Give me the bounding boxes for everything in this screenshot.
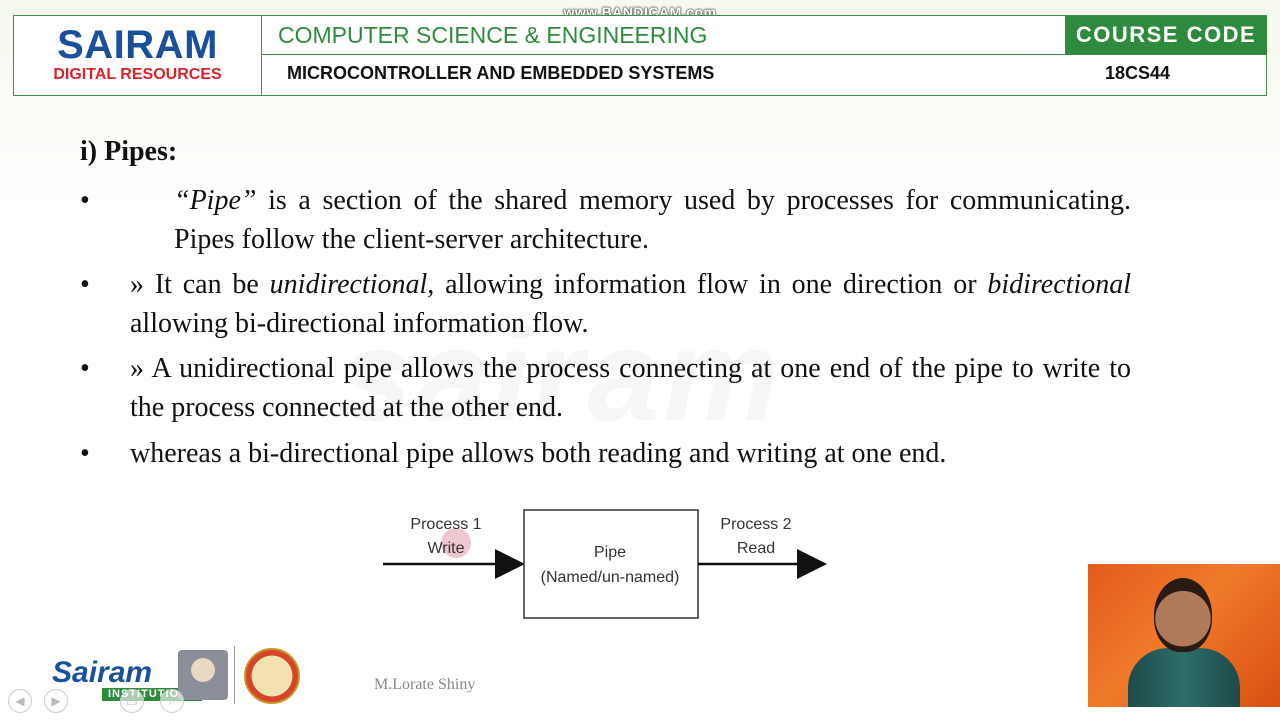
footer-divider: [234, 646, 235, 704]
process2-label: Process 2: [720, 516, 791, 533]
read-label: Read: [737, 540, 775, 557]
bullet-text: » A unidirectional pipe allows the proce…: [130, 353, 1131, 423]
bullet-text-part: » It can be: [130, 269, 270, 300]
bullet-emphasis: bidirectional: [987, 269, 1131, 300]
bullet-text-part: , allowing information flow in one direc…: [427, 269, 988, 300]
pipe-box: [523, 509, 699, 619]
subject-title: MICROCONTROLLER AND EMBEDDED SYSTEMS: [287, 63, 715, 83]
bullet-text: “Pipe” is a section of the shared memory…: [130, 181, 1131, 259]
back-icon[interactable]: ◀: [8, 689, 32, 713]
bullet-item: • » It can be unidirectional, allowing i…: [80, 265, 1131, 343]
search-icon[interactable]: ⌕: [160, 689, 184, 713]
institution-seal: [244, 648, 300, 704]
copy-icon[interactable]: ❐: [120, 689, 144, 713]
sairam-digital-logo: SAIRAM DIGITAL RESOURCES: [14, 16, 262, 95]
bullet-dot: •: [80, 269, 90, 300]
bullet-text: » It can be unidirectional, allowing inf…: [130, 265, 1131, 343]
pipe-label: Pipe: [594, 544, 626, 561]
slide-heading: i) Pipes:: [80, 136, 178, 167]
logo-main-text: SAIRAM: [57, 23, 218, 67]
bullet-text: whereas a bi-directional pipe allows bot…: [130, 438, 947, 469]
forward-icon[interactable]: ▶: [44, 689, 68, 713]
bullet-dot: •: [80, 353, 90, 384]
bullet-text-part: is a section of the shared memory used b…: [174, 185, 1131, 255]
bullet-text-part: allowing bi-directional information flow…: [130, 308, 589, 339]
cursor-highlight: [441, 528, 471, 558]
presenter-head: [1154, 578, 1212, 652]
bullet-emphasis: “Pipe”: [174, 185, 257, 216]
course-code-label: COURSE CODE: [1065, 16, 1267, 54]
department-title: COMPUTER SCIENCE & ENGINEERING: [278, 22, 708, 48]
bullet-dot: •: [80, 438, 90, 469]
founder-photo: [178, 650, 228, 700]
presenter-webcam: [1088, 564, 1280, 707]
process1-label: Process 1: [410, 516, 481, 533]
pipe-type-label: (Named/un-named): [541, 569, 680, 586]
logo-sub-text: DIGITAL RESOURCES: [53, 66, 222, 83]
bullet-item: • “Pipe” is a section of the shared memo…: [80, 181, 1131, 259]
course-code-value: 18CS44: [1105, 63, 1171, 83]
presenter-body: [1128, 648, 1240, 707]
write-label: Write: [427, 540, 464, 557]
bullet-emphasis: unidirectional: [269, 269, 428, 300]
bullet-item: • » A unidirectional pipe allows the pro…: [80, 349, 1131, 427]
slide-header: SAIRAM DIGITAL RESOURCES COMPUTER SCIENC…: [13, 15, 1267, 96]
sairam-institutions-logo: Sairam: [52, 656, 153, 689]
author-name: M.Lorate Shiny: [374, 676, 476, 693]
bullet-dot: •: [80, 185, 90, 216]
bullet-item: • whereas a bi-directional pipe allows b…: [80, 434, 1131, 473]
header-divider: [262, 54, 1266, 55]
background-watermark: sairam: [340, 302, 784, 448]
